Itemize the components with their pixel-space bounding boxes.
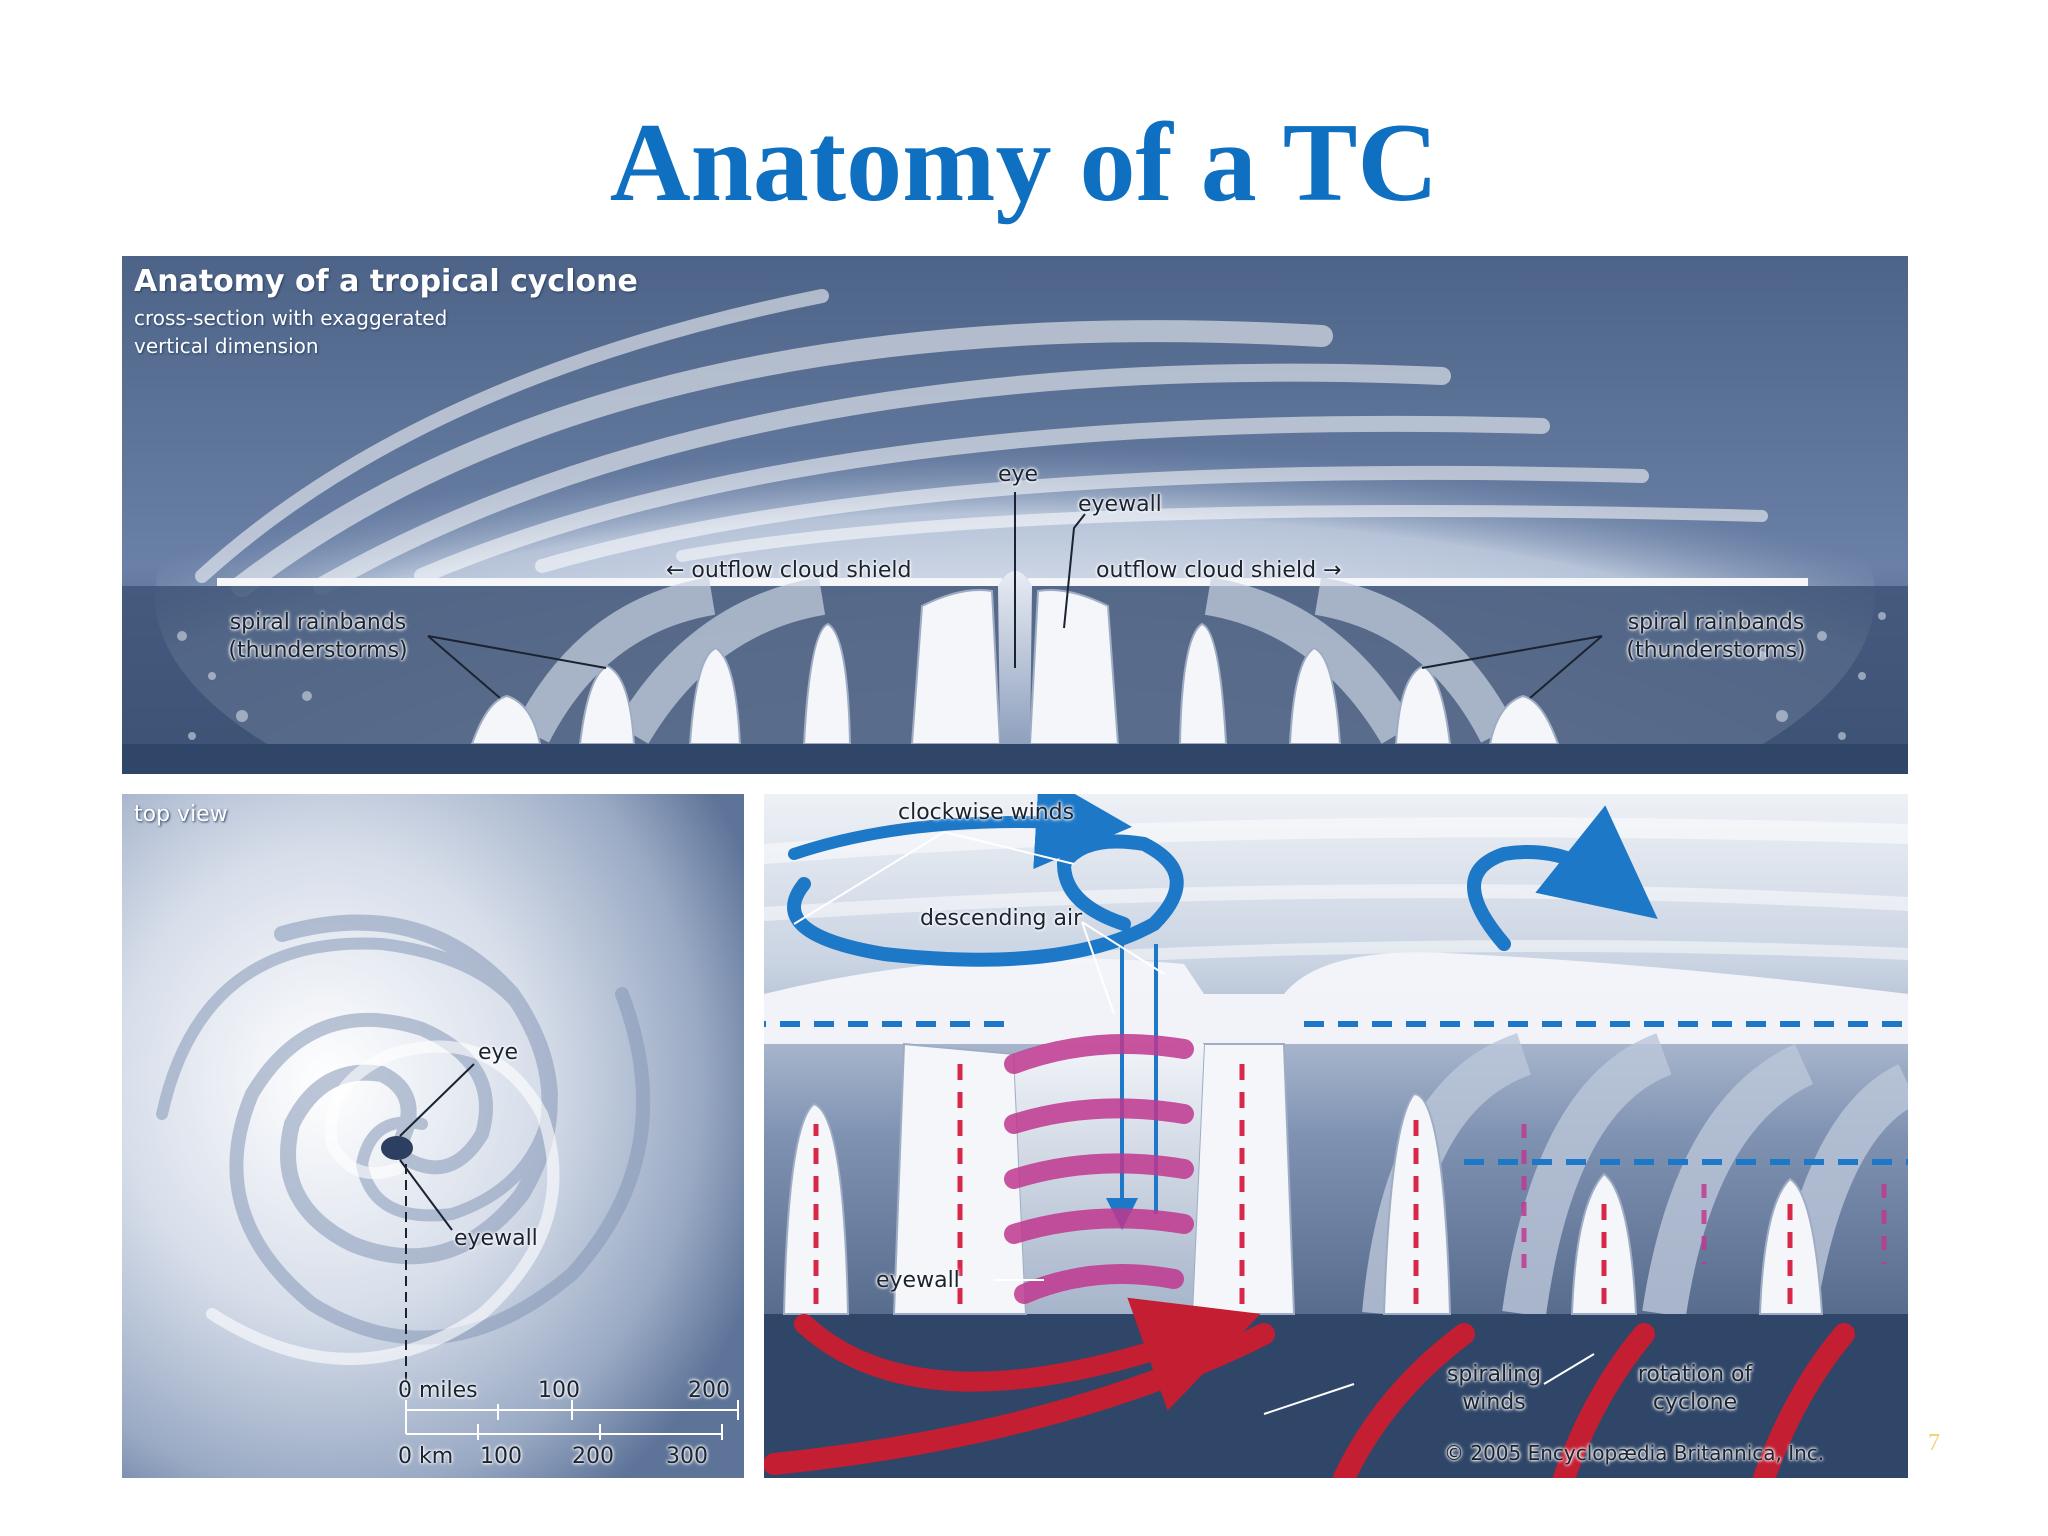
updraft-arrows [813,1054,1793,1304]
label-spiraling-winds-1: spiraling [1446,1362,1542,1387]
scale-km-200: 200 [572,1444,614,1469]
scale-miles-0: 0 miles [398,1378,478,1403]
label-eyewall-cross: eyewall [1078,492,1162,517]
scale-miles-100: 100 [538,1378,580,1403]
cross-section-illustration [122,256,1908,774]
scale-km-0: 0 km [398,1444,454,1469]
cross-section-subheading-1: cross-section with exaggerated [134,306,448,330]
label-outflow-right: outflow cloud shield → [1096,558,1342,583]
label-rainbands-left-2: (thunderstorms) [228,638,408,663]
cross-section-subheading-2: vertical dimension [134,334,319,358]
scale-bar [405,1400,739,1440]
label-rainbands-left-1: spiral rainbands [229,610,407,635]
cross-section-panel: Anatomy of a tropical cyclone cross-sect… [122,256,1908,774]
page-number: 7 [1928,1430,1940,1456]
label-descending-air: descending air [920,906,1083,931]
top-view-illustration [122,794,744,1478]
ocean [764,1314,1908,1478]
eye-dot [381,1136,413,1160]
cross-section-heading: Anatomy of a tropical cyclone [134,264,638,299]
copyright-text: © 2005 Encyclopædia Britannica, Inc. [1444,1441,1825,1465]
label-rotation-2: cyclone [1652,1390,1738,1415]
clockwise-wind-arrows [787,794,1658,967]
label-rotation-1: rotation of [1637,1362,1753,1387]
spiral-ribbon [1004,1034,1194,1304]
wind-circulation-illustration [764,794,1908,1478]
top-view-heading: top view [134,802,228,827]
rainband-towers-left [470,589,1002,745]
label-outflow-left: ← outflow cloud shield [666,558,912,583]
label-eyewall-winds: eyewall [876,1268,960,1293]
spiraling-wind-arrows [764,1297,1855,1478]
label-eye-cross: eye [998,462,1039,487]
label-eye-top: eye [478,1040,519,1065]
rainband-towers-right [1028,589,1560,745]
scale-km-100: 100 [480,1444,522,1469]
label-rainbands-right-2: (thunderstorms) [1626,638,1806,663]
top-view-panel: top view eye eyewall 0 miles 100 200 0 k… [122,794,744,1478]
label-spiraling-winds-2: winds [1462,1390,1526,1415]
ocean-strip [122,744,1908,774]
label-eyewall-top: eyewall [454,1226,538,1251]
slide-title: Anatomy of a TC [609,101,1439,225]
cloud-streaks [195,289,1768,597]
outflow-dashed-arrows [764,1021,1908,1165]
scale-km-300: 300 [666,1444,708,1469]
wind-circulation-panel: clockwise winds descending air eyewall s… [764,794,1908,1478]
label-clockwise-winds: clockwise winds [898,800,1075,825]
label-rainbands-right-1: spiral rainbands [1627,610,1805,635]
scale-miles-200: 200 [688,1378,730,1403]
